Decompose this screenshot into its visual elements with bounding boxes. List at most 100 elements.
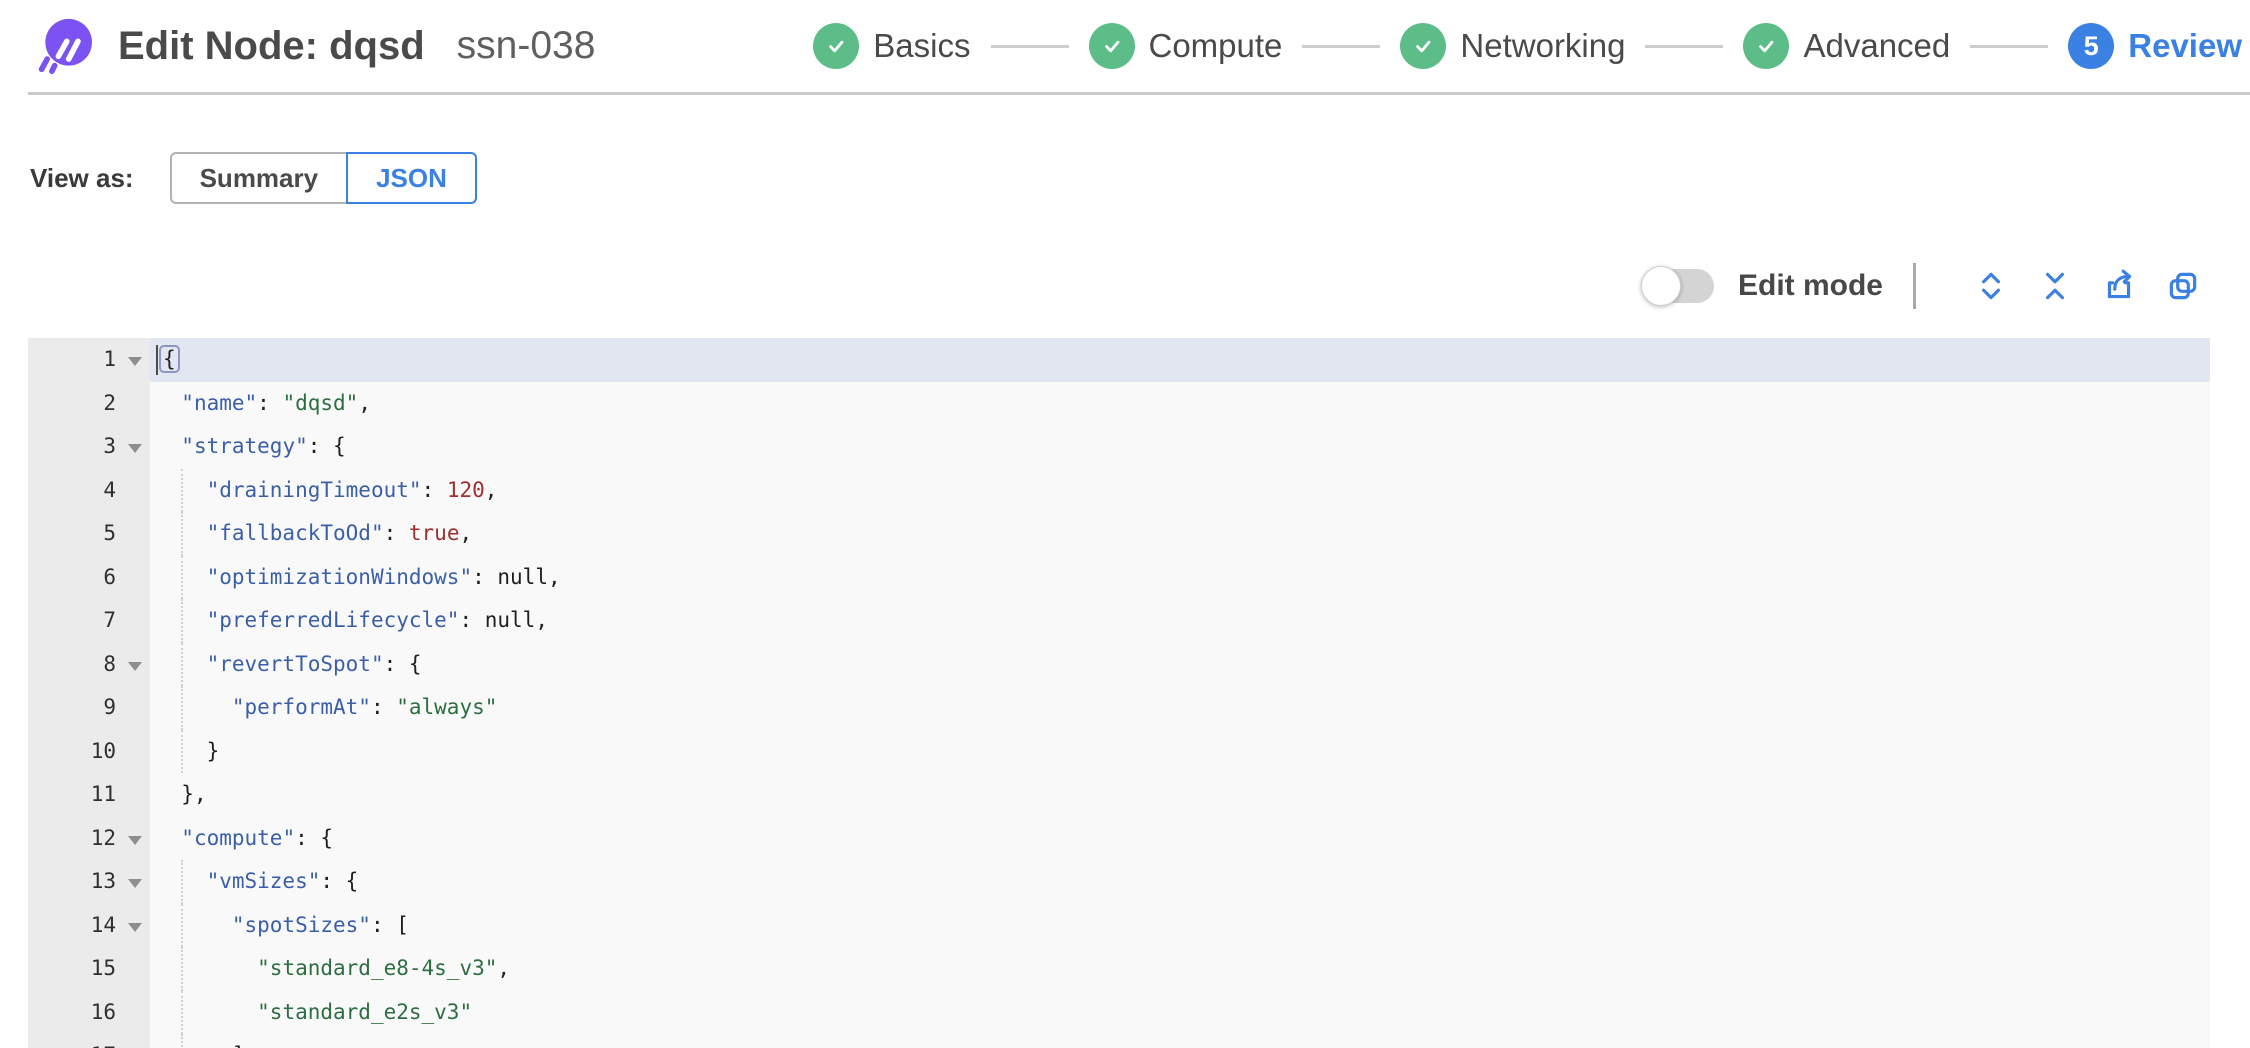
indent-guide — [181, 686, 183, 730]
editor-line-10[interactable]: 10 } — [28, 729, 2210, 773]
collapse-all-icon[interactable] — [2036, 267, 2074, 305]
editor-line-11[interactable]: 11 }, — [28, 773, 2210, 817]
editor-line-13[interactable]: 13 "vmSizes": { — [28, 860, 2210, 904]
editor-line-12[interactable]: 12 "compute": { — [28, 816, 2210, 860]
editor-line-1[interactable]: 1{ — [28, 338, 2210, 382]
line-number: 12 — [28, 816, 150, 860]
code-text[interactable]: }, — [181, 782, 207, 806]
edit-mode-toggle[interactable] — [1640, 266, 1714, 306]
editor-line-2[interactable]: 2 "name": "dqsd", — [28, 381, 2210, 425]
line-number: 3 — [28, 425, 150, 469]
line-number: 16 — [28, 990, 150, 1034]
fold-toggle-icon[interactable] — [128, 661, 142, 671]
code-text[interactable]: "revertToSpot": { — [150, 642, 2210, 686]
step-connector — [1970, 44, 2049, 48]
export-icon[interactable] — [2100, 267, 2138, 305]
expand-all-icon[interactable] — [1972, 267, 2010, 305]
line-number: 8 — [28, 642, 150, 686]
code-text[interactable]: "spotSizes": [ — [150, 903, 2210, 947]
editor-line-6[interactable]: 6 "optimizationWindows": null, — [28, 555, 2210, 599]
line-number: 4 — [28, 468, 150, 512]
view-as-row: View as: Summary JSON — [30, 152, 2250, 204]
code-text[interactable]: "optimizationWindows": null, — [150, 555, 2210, 599]
editor-line-16[interactable]: 16 "standard_e2s_v3" — [28, 990, 2210, 1034]
code-text[interactable]: "standard_e2s_v3" — [150, 990, 2210, 1034]
step-advanced[interactable]: Advanced — [1743, 23, 1950, 69]
code-text[interactable]: "fallbackToOd": true, — [150, 512, 2210, 556]
node-id-subtitle: ssn-038 — [456, 24, 596, 67]
line-number: 13 — [28, 860, 150, 904]
fold-toggle-icon[interactable] — [128, 357, 142, 366]
code-text[interactable]: "compute": { — [181, 825, 334, 850]
fold-toggle-icon[interactable] — [128, 879, 142, 888]
code-text[interactable]: "preferredLifecycle": null, — [150, 599, 2210, 643]
step-check-icon — [813, 23, 860, 69]
json-tab[interactable]: JSON — [346, 152, 477, 204]
copy-icon[interactable] — [2164, 267, 2202, 305]
editor-line-7[interactable]: 7 "preferredLifecycle": null, — [28, 599, 2210, 643]
step-check-icon — [1088, 23, 1135, 69]
step-label: Compute — [1148, 27, 1283, 64]
code-text[interactable]: "drainingTimeout": 120, — [150, 468, 2210, 512]
fold-toggle-icon[interactable] — [128, 835, 142, 845]
code-text[interactable]: ], — [150, 1034, 2210, 1048]
editor-line-8[interactable]: 8 "revertToSpot": { — [28, 642, 2210, 686]
editor-line-3[interactable]: 3 "strategy": { — [28, 425, 2210, 469]
indent-guide — [181, 903, 183, 947]
step-basics[interactable]: Basics — [813, 23, 971, 69]
line-number: 1 — [28, 338, 150, 382]
editor-line-17[interactable]: 17 ], — [28, 1034, 2210, 1048]
editor-line-4[interactable]: 4 "drainingTimeout": 120, — [28, 468, 2210, 512]
fold-toggle-icon[interactable] — [128, 444, 142, 453]
indent-guide — [181, 468, 183, 512]
indent-guide — [181, 729, 183, 773]
page-title: Edit Node: dqsd — [118, 23, 425, 68]
editor-toolbar: Edit mode — [0, 262, 2250, 310]
step-label: Advanced — [1803, 27, 1951, 64]
line-number: 2 — [28, 381, 150, 425]
step-label: Networking — [1460, 27, 1626, 64]
code-text[interactable]: } — [150, 729, 2210, 773]
toolbar-divider — [1913, 263, 1916, 309]
view-as-segmented-control: Summary JSON — [169, 152, 477, 204]
step-connector — [990, 44, 1069, 48]
spot-logo-icon — [38, 18, 92, 74]
edit-mode-label: Edit mode — [1737, 269, 1883, 302]
line-number: 11 — [28, 773, 150, 817]
header-divider — [28, 92, 2250, 95]
code-text[interactable]: "standard_e8-4s_v3", — [150, 947, 2210, 991]
editor-line-15[interactable]: 15 "standard_e8-4s_v3", — [28, 947, 2210, 991]
line-number: 10 — [28, 729, 150, 773]
toggle-knob — [1640, 266, 1681, 306]
code-text[interactable]: "strategy": { — [181, 434, 346, 458]
line-number: 5 — [28, 512, 150, 556]
code-text[interactable]: { — [150, 338, 2210, 382]
step-label: Review — [2128, 27, 2242, 64]
step-compute[interactable]: Compute — [1088, 23, 1283, 69]
step-check-icon — [1400, 23, 1447, 69]
indent-guide — [181, 512, 183, 556]
code-text[interactable]: "performAt": "always" — [150, 686, 2210, 730]
json-editor[interactable]: 1{2 "name": "dqsd",3 "strategy": {4 "dra… — [28, 338, 2210, 1048]
editor-line-9[interactable]: 9 "performAt": "always" — [28, 686, 2210, 730]
indent-guide — [181, 1034, 183, 1048]
editor-line-5[interactable]: 5 "fallbackToOd": true, — [28, 512, 2210, 556]
indent-guide — [181, 990, 183, 1034]
line-number: 7 — [28, 599, 150, 643]
summary-tab[interactable]: Summary — [169, 152, 349, 204]
indent-guide — [181, 642, 183, 686]
line-number: 9 — [28, 686, 150, 730]
line-number: 6 — [28, 555, 150, 599]
code-text[interactable]: "vmSizes": { — [150, 860, 2210, 904]
text-cursor — [156, 345, 158, 375]
editor-line-14[interactable]: 14 "spotSizes": [ — [28, 903, 2210, 947]
fold-toggle-icon[interactable] — [128, 922, 142, 932]
line-number: 14 — [28, 903, 150, 947]
view-as-label: View as: — [30, 162, 134, 193]
step-connector — [1302, 44, 1381, 48]
code-text[interactable]: "name": "dqsd", — [181, 390, 371, 415]
wizard-header: Edit Node: dqsd ssn-038 Basics Compute Net… — [0, 0, 2250, 92]
step-networking[interactable]: Networking — [1400, 23, 1625, 69]
